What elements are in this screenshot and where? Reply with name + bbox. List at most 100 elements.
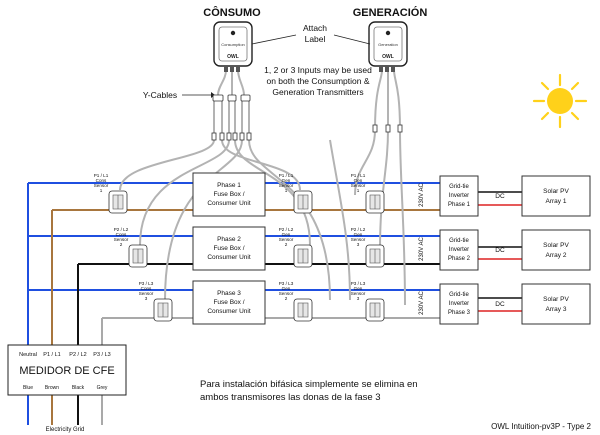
inverter-line-3: Phase 3 <box>448 310 471 316</box>
inverter-line-1: Grid-tie <box>449 238 469 244</box>
inputs-note-line-3: Generation Transmitters <box>272 87 363 97</box>
dc-label-phase-2: DC <box>495 247 505 254</box>
fuse-box-title: Phase 2 <box>217 236 241 243</box>
gen-sensor-a-phase-1-type-label: Gen <box>282 178 291 183</box>
solar-array-line-2: Array 1 <box>546 198 567 205</box>
gen-sensor-a-phase-1-phase-label: P1 / L1 <box>279 173 294 178</box>
consumption-brand: OWL <box>227 54 239 60</box>
generation-device-label: Generation <box>378 42 398 47</box>
gen-sensor-b-phase-2-number-label: 3 <box>357 242 360 247</box>
fuse-box-line-2: Fuse Box / <box>213 299 244 306</box>
spanish-note-line-1: Para instalación bifásica simplemente se… <box>200 379 418 390</box>
gen-sensor-b-phase-1-number-label: 1 <box>357 188 360 193</box>
y-cables-label: Y-Cables <box>143 90 177 100</box>
fuse-box-phase-3: Phase 3 Fuse Box / Consumer Unit <box>192 280 266 325</box>
cfe-meter: Neutral P1 / L1 P2 / L2 P3 / L3 MEDIDOR … <box>7 344 127 396</box>
attach-label-line-1: Attach <box>303 23 327 33</box>
fuse-box-phase-1: Phase 1 Fuse Box / Consumer Unit <box>192 172 266 217</box>
meter-terminal-neutral: Neutral <box>19 352 37 358</box>
gen-sensor-a-phase-2-number-label: 2 <box>285 242 288 247</box>
cons-sensor-phase-1-number-label: 1 <box>100 188 103 193</box>
meter-wire-brown: Brown <box>45 385 59 391</box>
fuse-box-line-2: Fuse Box / <box>213 191 244 198</box>
inputs-note-line-2: on both the Consumption & <box>266 76 369 86</box>
cons-sensor-phase-1-phase-label: P1 / L1 <box>94 173 109 178</box>
fuse-box-title: Phase 3 <box>217 290 241 297</box>
cons-sensor-phase-3-type-label: Cons <box>141 286 152 291</box>
fuse-box-line-3: Consumer Unit <box>207 308 251 315</box>
led-icon <box>385 30 391 36</box>
attach-label-pointer-right <box>333 34 371 45</box>
gen-sensor-b-phase-2-type-label: Gen <box>354 232 363 237</box>
fuse-box-line-3: Consumer Unit <box>207 254 251 261</box>
cons-sensor-phase-3-sensor-label: Sensor <box>139 291 154 296</box>
fuse-box-line-3: Consumer Unit <box>207 200 251 207</box>
gen-sensor-b-phase-1-sensor-label: Sensor <box>351 183 366 188</box>
voltage-label-phase-3: 230V AC <box>419 290 425 314</box>
gen-sensor-a-phase-1-number-label: 1 <box>285 188 288 193</box>
gen-sensor-b-phase-3-number-label: 3 <box>357 296 360 301</box>
attach-label-line-2: Label <box>305 34 326 44</box>
consumption-transmitter: Consumption OWL <box>213 21 253 72</box>
cons-sensor-phase-1-type-label: Cons <box>96 178 107 183</box>
cons-sensor-phase-2-phase-label: P2 / L2 <box>114 227 129 232</box>
gen-sensor-b-phase-2-sensor-label: Sensor <box>351 237 366 242</box>
gen-sensor-a-phase-3-type-label: Gen <box>282 286 291 291</box>
inverter-line-3: Phase 2 <box>448 256 471 262</box>
solar-array-line-2: Array 2 <box>546 252 567 259</box>
gen-sensor-a-phase-3-number-label: 2 <box>285 296 288 301</box>
attach-label-pointer-left <box>251 34 297 45</box>
meter-terminal-l2: P2 / L2 <box>69 352 86 358</box>
cons-sensor-phase-2-number-label: 2 <box>120 242 123 247</box>
gen-sensor-b-phase-3-sensor-label: Sensor <box>351 291 366 296</box>
inverter-line-1: Grid-tie <box>449 292 469 298</box>
gen-sensor-b-phase-3-type-label: Gen <box>354 286 363 291</box>
meter-wire-grey: Grey <box>97 385 108 391</box>
fuse-box-line-2: Fuse Box / <box>213 245 244 252</box>
cons-sensor-phase-3-phase-label: P3 / L3 <box>139 281 154 286</box>
inverter-line-3: Phase 1 <box>448 202 471 208</box>
gen-sensor-b-phase-1-type-label: Gen <box>354 178 363 183</box>
voltage-label-phase-2: 230V AC <box>419 236 425 260</box>
gen-sensor-a-phase-3-phase-label: P3 / L3 <box>279 281 294 286</box>
meter-terminal-l3: P3 / L3 <box>93 352 110 358</box>
inverter-line-1: Grid-tie <box>449 184 469 190</box>
gen-sensor-a-phase-2-phase-label: P2 / L2 <box>279 227 294 232</box>
consumption-title: CÔNSUMO <box>203 6 261 19</box>
meter-wire-blue: Blue <box>23 385 33 391</box>
consumption-device-label: Consumption <box>221 42 245 47</box>
gen-sensor-a-phase-3-sensor-label: Sensor <box>279 291 294 296</box>
meter-title: MEDIDOR DE CFE <box>19 365 114 377</box>
generation-transmitter: Generation OWL <box>368 21 408 72</box>
gen-sensor-b-phase-2-phase-label: P2 / L2 <box>351 227 366 232</box>
cons-sensor-phase-2-type-label: Cons <box>116 232 127 237</box>
gen-sensor-a-phase-1-sensor-label: Sensor <box>279 183 294 188</box>
fuse-box-title: Phase 1 <box>217 182 241 189</box>
gen-sensor-a-phase-2-sensor-label: Sensor <box>279 237 294 242</box>
fuse-box-phase-2: Phase 2 Fuse Box / Consumer Unit <box>192 226 266 271</box>
generation-title: GENERACIÓN <box>353 6 428 19</box>
inverter-line-2: Inverter <box>449 247 469 253</box>
y-cable-connectors <box>211 94 403 141</box>
cons-sensor-phase-1-sensor-label: Sensor <box>94 183 109 188</box>
footer-title: OWL Intuition-pv3P - Type 2 <box>491 422 591 431</box>
solar-array-line-1: Solar PV <box>543 296 569 303</box>
generation-brand: OWL <box>382 54 394 60</box>
inputs-note-line-1: 1, 2 or 3 Inputs may be used <box>264 65 372 75</box>
inverter-line-2: Inverter <box>449 301 469 307</box>
meter-wire-black: Black <box>72 385 85 391</box>
